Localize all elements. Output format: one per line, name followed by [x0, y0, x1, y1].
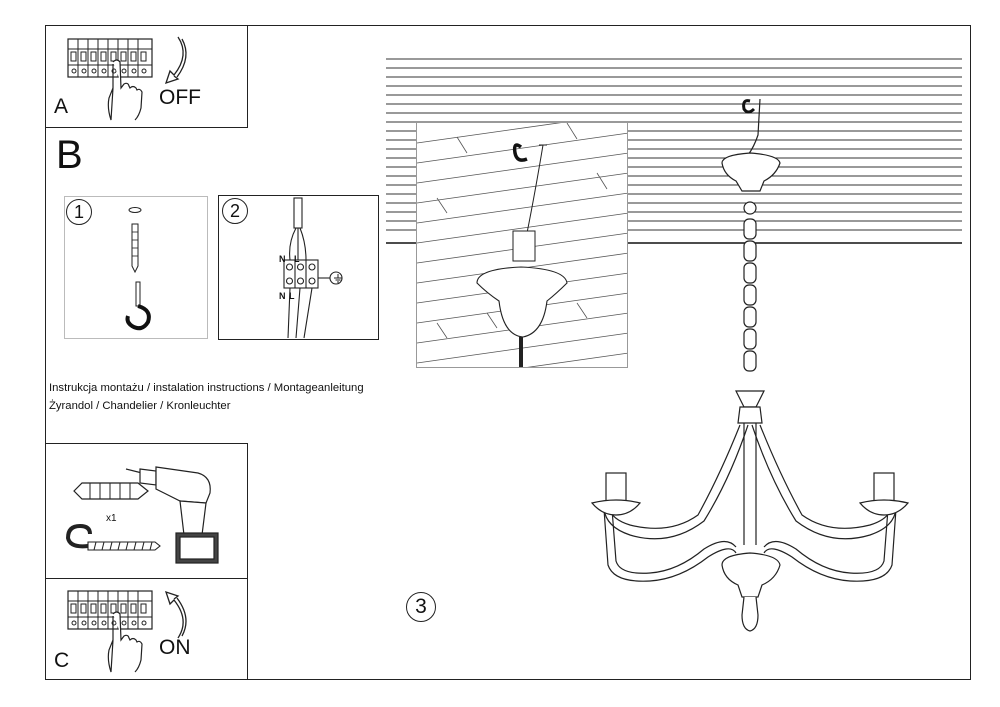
circuit-breaker-icon	[67, 590, 153, 630]
hook-screw-icon	[65, 523, 161, 551]
ground-symbol-icon	[334, 274, 342, 283]
step1-number: 1	[66, 199, 92, 225]
panel-b-letter: B	[56, 133, 83, 177]
panel-a	[45, 25, 248, 128]
wire-label-bottom-l: L	[289, 291, 295, 301]
ceiling-detail-drawing	[417, 123, 627, 367]
wall-plug-side-icon	[73, 482, 149, 500]
step2-box	[218, 195, 379, 340]
on-caption: ON	[159, 636, 191, 659]
chandelier-illustration	[590, 98, 910, 632]
page-frame	[45, 25, 971, 680]
step1-box	[64, 196, 208, 339]
ceiling-detail-inset	[416, 122, 628, 368]
panel-b	[45, 127, 248, 130]
panel-c-letter: C	[54, 649, 70, 672]
rotate-arrow-icon	[164, 590, 187, 639]
hand-icon	[107, 59, 143, 121]
wiring-diagram	[283, 197, 343, 339]
step2-number: 2	[222, 198, 248, 224]
step3-number: 3	[406, 592, 436, 622]
instructions-line1: Instrukcja montażu / instalation instruc…	[49, 382, 364, 394]
off-caption: OFF	[159, 86, 201, 109]
screw-hook-icon	[125, 281, 151, 331]
wire-label-bottom-n: N	[279, 291, 286, 301]
panel-c	[45, 578, 248, 680]
wire-label-top-n: N	[279, 254, 286, 264]
quantity-label: x1	[106, 513, 117, 524]
power-drill-icon	[125, 466, 219, 564]
wall-plug-icon	[128, 207, 142, 274]
rotate-arrow-icon	[164, 36, 187, 85]
instructions-line2: Żyrandol / Chandelier / Kronleuchter	[49, 400, 231, 412]
hand-icon	[107, 611, 143, 673]
wire-label-top-l: L	[294, 254, 300, 264]
panel-a-letter: A	[54, 95, 69, 118]
